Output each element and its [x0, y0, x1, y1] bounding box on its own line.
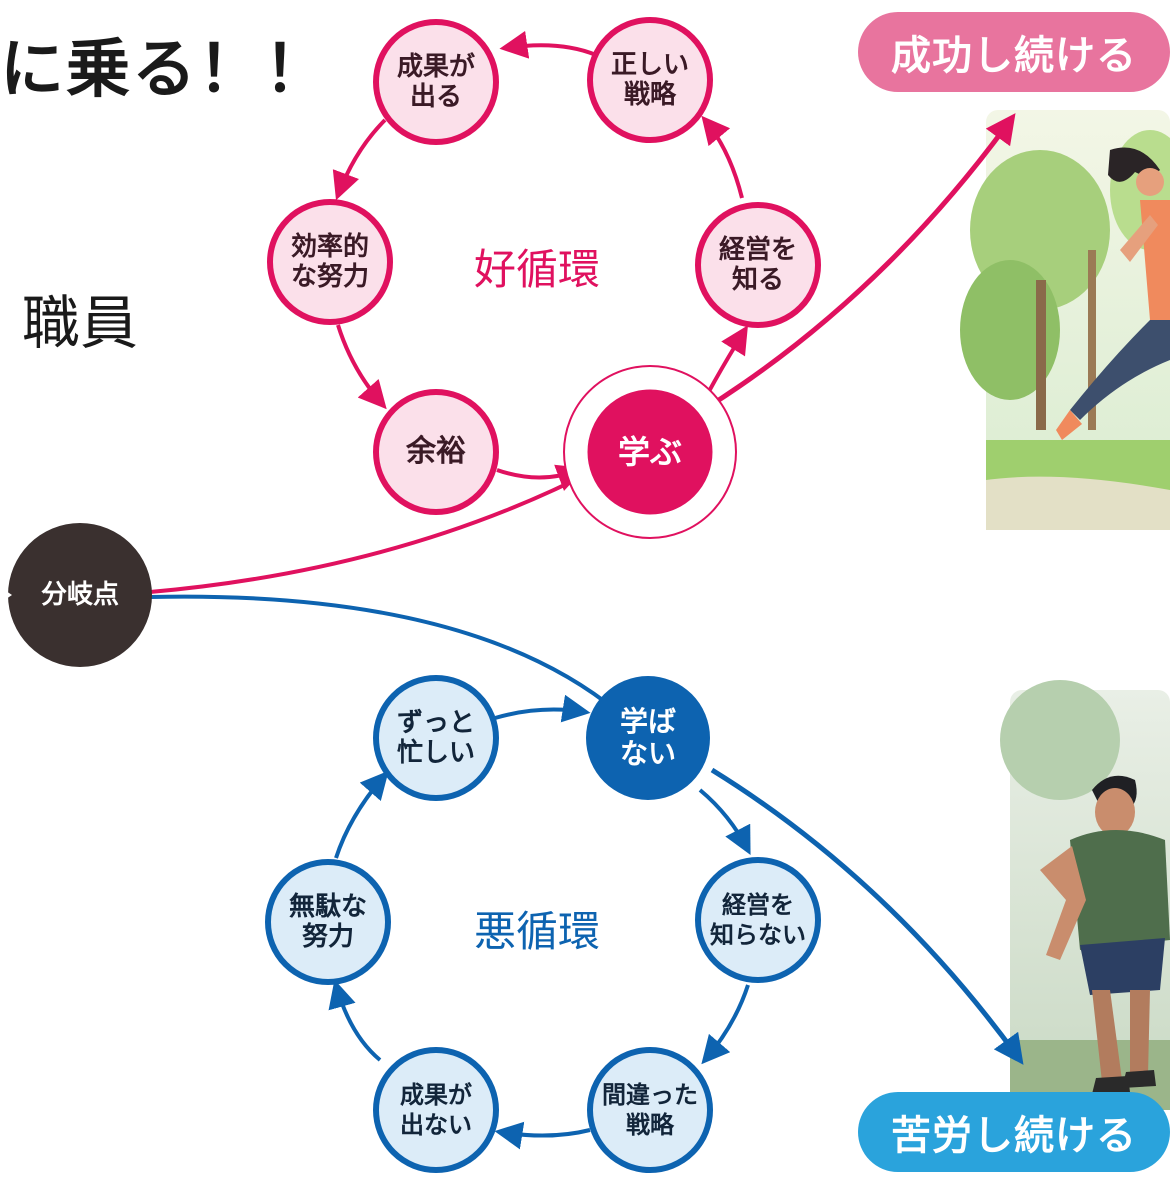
success-outcome-pill: 成功し続ける: [858, 12, 1170, 92]
staff-label: 職員: [22, 289, 139, 357]
bad-cycle-nodes: [265, 675, 821, 1173]
node-know-business-label: 経営を 知る: [718, 235, 797, 295]
bad-cycle-title: 悪循環: [474, 907, 601, 956]
exhausted-man-illustration: [1000, 680, 1170, 1110]
node-not-know-business: [695, 857, 821, 983]
branch-point-node: [0, 523, 152, 667]
node-not-know-business-label: 経営を 知らない: [710, 891, 806, 949]
node-results-label: 成果が 出る: [396, 52, 475, 112]
page-heading: に乗る！！: [0, 33, 330, 107]
node-learn-label: 学ぶ: [617, 433, 682, 471]
node-wasted-effort: [265, 859, 391, 985]
node-know-business: [695, 202, 821, 328]
node-learn: [584, 386, 716, 518]
node-not-learn-label: 学ば ない: [619, 705, 676, 770]
branch-point-label: 分岐点: [40, 580, 119, 610]
node-no-results: [373, 1047, 499, 1173]
node-not-learn: [586, 676, 710, 800]
node-results: [373, 19, 499, 145]
node-efficient-effort: [267, 199, 393, 325]
bad-cycle-arrows: [328, 694, 751, 1150]
node-efficient-effort-label: 効率的 な努力: [290, 232, 369, 292]
node-wrong-strategy: [587, 1047, 713, 1173]
good-cycle-nodes: [267, 17, 821, 539]
good-cycle-title: 好循環: [474, 245, 601, 294]
node-right-strategy: [587, 17, 713, 143]
node-leeway: [373, 389, 499, 515]
node-wrong-strategy-label: 間違った 戦略: [602, 1081, 698, 1139]
node-leeway-label: 余裕: [406, 434, 466, 469]
woman-running-in-park-illustration: [960, 110, 1170, 530]
node-right-strategy-label: 正しい 戦略: [610, 50, 689, 110]
node-always-busy: [373, 675, 499, 801]
struggle-outcome-pill: 苦労し続ける: [858, 1092, 1170, 1172]
node-always-busy-label: ずっと 忙しい: [396, 708, 475, 768]
node-no-results-label: 成果が 出ない: [400, 1081, 472, 1139]
branch-curves: [149, 113, 1024, 1065]
node-wasted-effort-label: 無駄な 努力: [288, 892, 367, 952]
